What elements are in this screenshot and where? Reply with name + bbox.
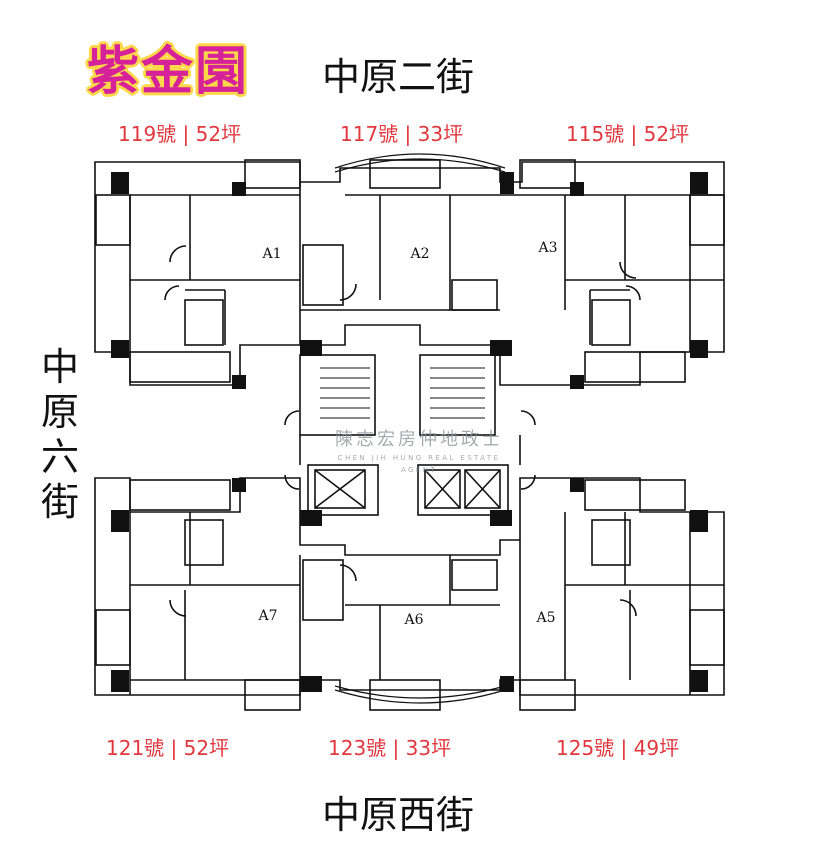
unit-label-119: 119號 | 52坪 — [118, 122, 242, 146]
watermark-sub: CHEN JIH HUNG REAL ESTATE AGENT — [337, 454, 501, 474]
watermark-main: 陳志宏房仲地政士 — [335, 429, 503, 450]
room-label-a2: A2 — [409, 246, 429, 262]
bottom-building-outline — [94, 477, 725, 696]
room-label-a1: A1 — [261, 246, 281, 262]
unit-label-121: 121號 | 52坪 — [106, 736, 230, 760]
street-top-label: 中原二街 — [322, 55, 475, 99]
street-bottom-label: 中原西街 — [322, 793, 475, 837]
room-label-a6: A6 — [403, 612, 423, 628]
street-left-label: 中原六街 — [40, 345, 79, 524]
brand-name: 紫金園 — [86, 40, 249, 102]
unit-label-125: 125號 | 49坪 — [556, 736, 680, 760]
unit-label-123: 123號 | 33坪 — [328, 736, 452, 760]
unit-label-117: 117號 | 33坪 — [340, 122, 464, 146]
room-label-a3: A3 — [537, 240, 557, 256]
unit-label-115: 115號 | 52坪 — [566, 122, 690, 146]
room-label-a5: A5 — [535, 610, 555, 626]
room-label-a7: A7 — [257, 608, 277, 624]
brand-logo: 紫金園 — [66, 32, 270, 102]
agent-watermark: 陳志宏房仲地政士 CHEN JIH HUNG REAL ESTATE AGENT — [318, 428, 520, 474]
